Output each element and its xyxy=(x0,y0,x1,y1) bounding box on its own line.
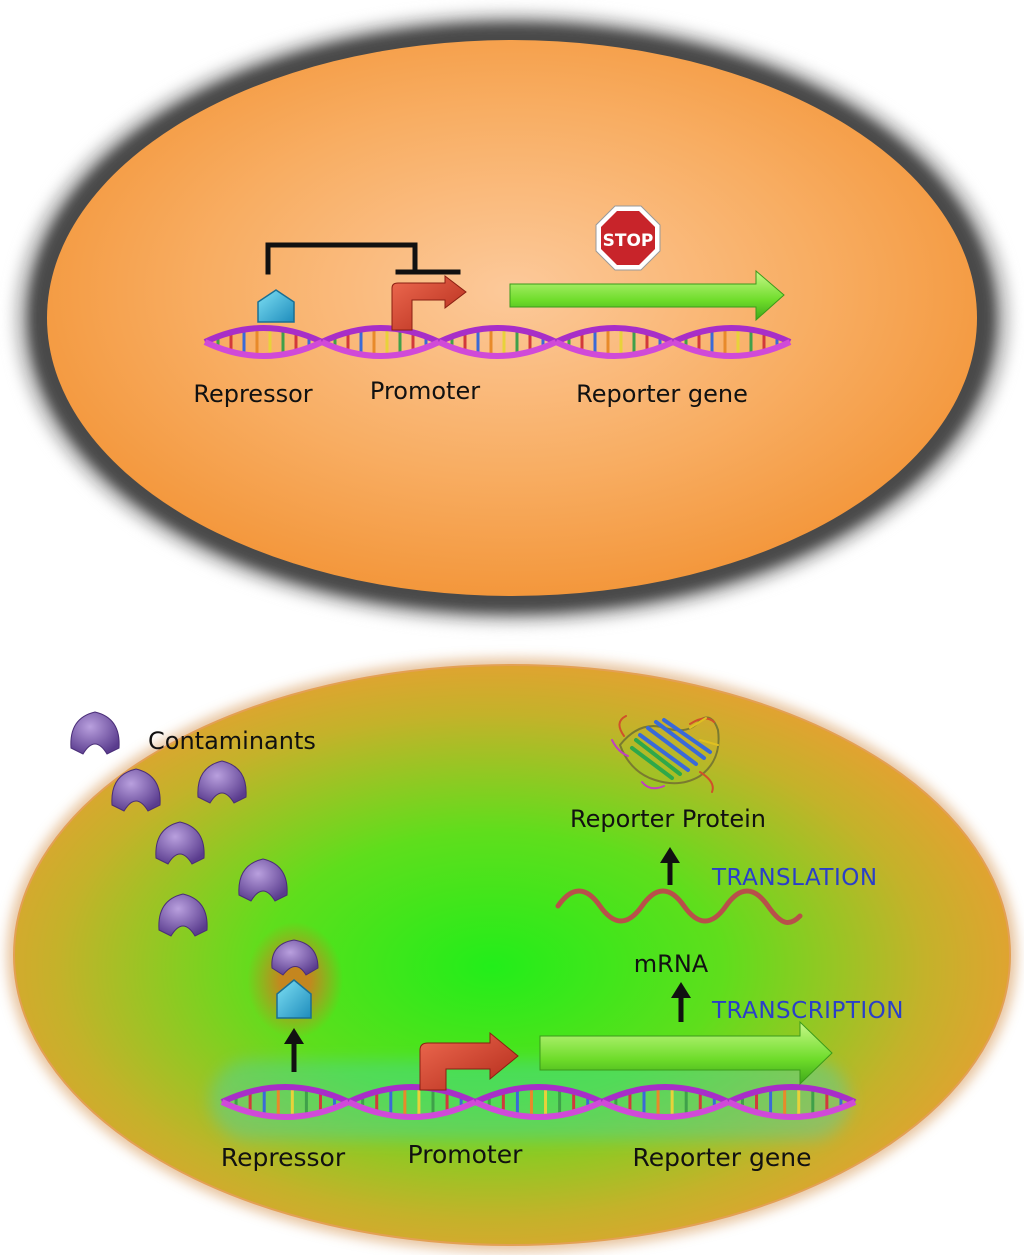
repression-line xyxy=(265,242,461,275)
bottom-promoter-icon xyxy=(419,1031,519,1091)
dna-backbone xyxy=(220,1084,350,1105)
dna-backbone xyxy=(347,1084,477,1105)
reporter-protein-label: Reporter Protein xyxy=(570,805,766,833)
dna-backbone xyxy=(671,325,792,345)
top-repressor-icon xyxy=(257,289,295,323)
dna-backbone xyxy=(727,1099,857,1120)
top-promoter-icon xyxy=(391,274,467,331)
transcription-label: TRANSCRIPTION xyxy=(712,998,904,1024)
dna-backbone xyxy=(437,339,558,359)
top-promoter-label: Promoter xyxy=(369,377,481,405)
bottom-reporter-gene-label: Reporter gene xyxy=(632,1143,812,1172)
top-repressor-label: Repressor xyxy=(193,380,313,408)
top-reporter-gene-arrow xyxy=(509,269,785,322)
mrna-wave xyxy=(555,888,803,925)
top-cell xyxy=(12,10,1012,626)
dna-backbone xyxy=(473,1099,604,1120)
contaminant-icon xyxy=(197,760,247,804)
dna-backbone xyxy=(671,339,792,359)
contaminant-icon xyxy=(70,711,120,755)
dna-backbone xyxy=(203,339,324,359)
bottom-repressor-icon xyxy=(276,979,312,1019)
dna-backbone xyxy=(203,325,324,345)
bottom-dna-strand xyxy=(220,1084,857,1120)
repressor-up-arrow-icon xyxy=(284,1028,304,1072)
bottom-reporter-gene-arrow xyxy=(539,1020,833,1086)
bound-contaminant-icon xyxy=(271,939,319,976)
dna-backbone xyxy=(600,1084,730,1105)
contaminants-label: Contaminants xyxy=(148,727,316,755)
dna-backbone xyxy=(473,1084,604,1105)
dna-backbone xyxy=(554,339,675,359)
mrna-label: mRNA xyxy=(633,950,709,978)
dna-backbone xyxy=(320,325,441,345)
dna-backbone xyxy=(600,1099,730,1120)
contaminant-icon xyxy=(111,768,161,812)
contaminant-group xyxy=(70,711,288,937)
contaminant-icon xyxy=(155,821,205,865)
dna-backbone xyxy=(220,1099,350,1120)
dna-backbone xyxy=(347,1099,477,1120)
translation-label: TRANSLATION xyxy=(712,865,878,891)
dna-backbone xyxy=(320,339,441,359)
bottom-promoter-label: Promoter xyxy=(407,1140,523,1169)
transcription-arrow-icon xyxy=(671,982,691,1022)
bottom-repressor-label: Repressor xyxy=(220,1143,346,1172)
dna-backbone xyxy=(554,325,675,345)
dna-backbone xyxy=(437,325,558,345)
stop-sign-text: STOP xyxy=(603,231,654,251)
dna-backbone xyxy=(727,1084,857,1105)
stop-sign-icon: STOP xyxy=(595,205,661,271)
contaminant-icon xyxy=(238,858,288,902)
reporter-protein-icon xyxy=(611,715,720,793)
contaminant-icon xyxy=(158,893,208,937)
translation-arrow-icon xyxy=(660,847,680,885)
top-reporter-gene-label: Reporter gene xyxy=(576,380,748,408)
top-dna-strand xyxy=(203,325,792,359)
